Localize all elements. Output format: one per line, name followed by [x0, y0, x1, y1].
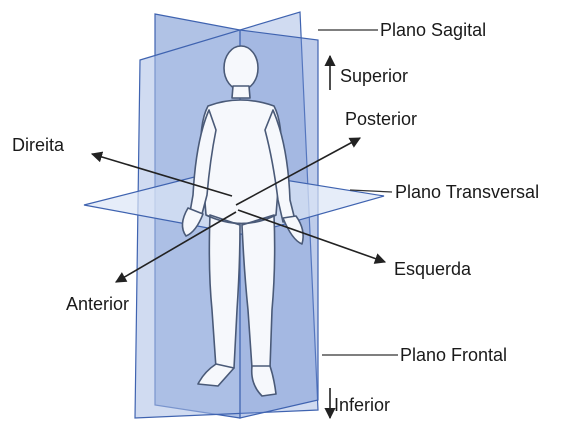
label-anterior: Anterior [66, 294, 129, 314]
label-superior: Superior [340, 66, 408, 86]
label-frontal-plane: Plano Frontal [400, 345, 507, 365]
label-posterior: Posterior [345, 109, 417, 129]
label-left: Esquerda [394, 259, 471, 279]
label-transverse-plane: Plano Transversal [395, 182, 539, 202]
head [224, 46, 258, 90]
label-sagittal-plane: Plano Sagital [380, 20, 486, 40]
label-inferior: Inferior [334, 395, 390, 415]
label-right: Direita [12, 135, 64, 155]
leg-right [209, 215, 240, 368]
neck [232, 86, 250, 98]
